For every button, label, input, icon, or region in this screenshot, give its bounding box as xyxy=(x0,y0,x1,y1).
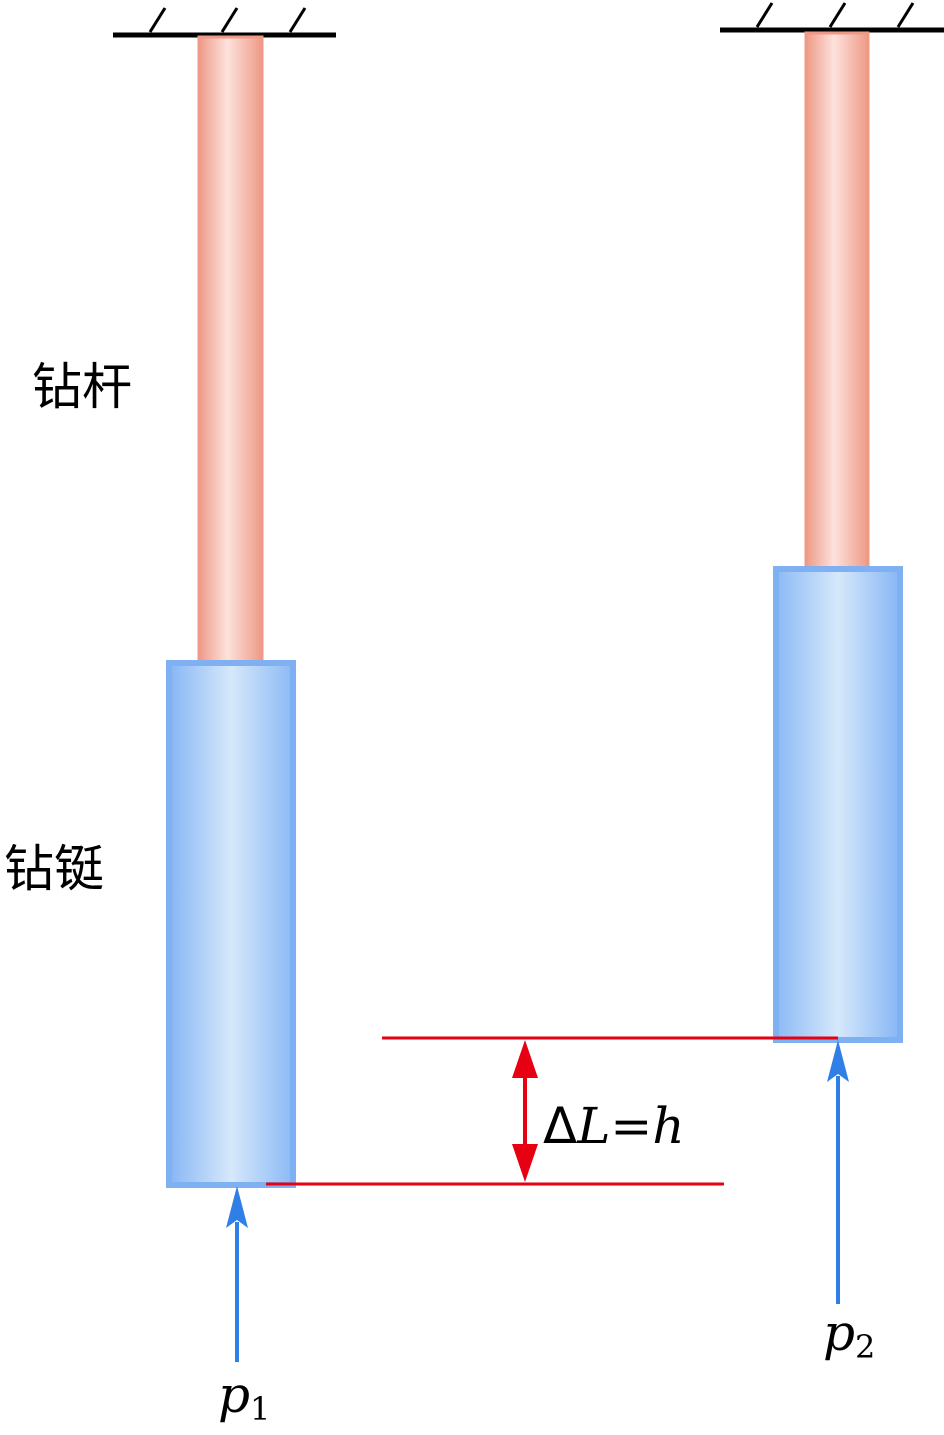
p2-base: p xyxy=(823,1304,855,1362)
delta-l-equals-h-label: ΔL=h xyxy=(543,1097,685,1155)
left-support-hatch-1 xyxy=(148,7,167,33)
right-support-hatch-2 xyxy=(828,2,847,28)
p2-label: p2 xyxy=(823,1304,875,1366)
right-support-hatch-3 xyxy=(896,2,915,28)
right-drill-collar xyxy=(773,566,903,1043)
left-drill-collar xyxy=(166,660,296,1188)
p2-force-arrow xyxy=(827,1040,849,1304)
p1-base: p xyxy=(218,1366,250,1424)
p2-subscript: 2 xyxy=(855,1328,875,1366)
right-support-hatch-1 xyxy=(755,2,774,28)
right-drill-pipe xyxy=(804,31,870,571)
dimension-arrow-head-down xyxy=(512,1144,538,1182)
drill-collar-label: 钻铤 xyxy=(4,840,104,898)
p1-label: p1 xyxy=(218,1366,270,1428)
dimension-arrow-head-up xyxy=(512,1040,538,1078)
left-support-hatch-2 xyxy=(220,7,239,33)
p1-arrow-head xyxy=(226,1186,248,1228)
right-fixed-support xyxy=(720,2,944,33)
left-drill-pipe xyxy=(197,35,264,665)
left-fixed-support xyxy=(113,7,336,38)
delta-expression: L=h xyxy=(576,1097,684,1155)
p1-force-arrow xyxy=(226,1186,248,1362)
p1-subscript: 1 xyxy=(250,1390,270,1428)
dimension-arrow xyxy=(512,1040,538,1182)
delta-symbol: Δ xyxy=(543,1097,577,1155)
drill-pipe-label: 钻杆 xyxy=(32,358,132,416)
p2-arrow-head xyxy=(827,1040,849,1082)
left-support-hatch-3 xyxy=(288,7,307,33)
